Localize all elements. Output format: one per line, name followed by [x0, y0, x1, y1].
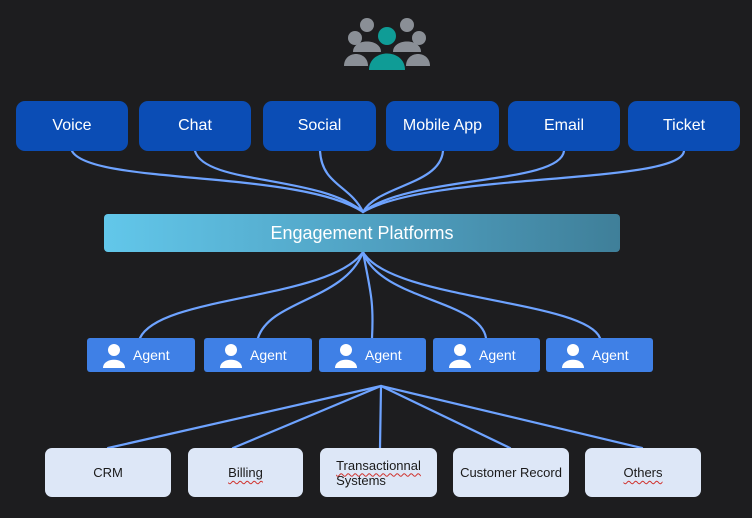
- agent-label: Agent: [592, 347, 629, 363]
- channel-ticket: Ticket: [628, 101, 740, 151]
- system-customer-record: Customer Record: [453, 448, 569, 497]
- system-billing: Billing: [188, 448, 303, 497]
- agent-box-5: Agent: [546, 338, 653, 372]
- system-crm-label: CRM: [93, 465, 123, 480]
- system-others-label: Others: [623, 465, 663, 480]
- system-others: Others: [585, 448, 701, 497]
- system-transactional: Transactionnal Systems: [320, 448, 437, 497]
- connector-crm: [106, 384, 383, 450]
- connector-agent-2: [256, 250, 365, 340]
- agent-label: Agent: [133, 347, 170, 363]
- agent-box-4: Agent: [433, 338, 540, 372]
- system-billing-label: Billing: [228, 465, 263, 480]
- connector-billing: [231, 384, 383, 450]
- connector-others: [379, 384, 644, 450]
- person-icon: [103, 344, 125, 368]
- connector-voice: [70, 149, 365, 214]
- connector-agent-4: [361, 250, 488, 340]
- connector-agent-5: [361, 250, 602, 340]
- agent-label: Agent: [250, 347, 287, 363]
- engagement-platforms-bar: Engagement Platforms: [104, 214, 620, 252]
- agent-box-2: Agent: [204, 338, 312, 372]
- system-transactional-line1: Transactionnal: [336, 457, 421, 473]
- agent-label: Agent: [365, 347, 402, 363]
- agent-box-1: Agent: [87, 338, 195, 372]
- agent-label: Agent: [479, 347, 516, 363]
- connector-social: [318, 149, 365, 214]
- connector-transactional: [378, 384, 383, 450]
- person-icon: [449, 344, 471, 368]
- person-icon: [562, 344, 584, 368]
- system-transactional-label: Transactionnal Systems: [336, 458, 421, 488]
- system-transactional-line2: Systems: [336, 472, 386, 488]
- channel-mobile-app: Mobile App: [386, 101, 499, 151]
- system-crm: CRM: [45, 448, 171, 497]
- channel-email: Email: [508, 101, 620, 151]
- person-icon: [335, 344, 357, 368]
- connector-customer-record: [379, 384, 512, 450]
- connector-mobile-app: [361, 149, 445, 214]
- channel-voice: Voice: [16, 101, 128, 151]
- connector-ticket: [361, 149, 686, 214]
- connector-agent-3: [361, 250, 374, 340]
- connector-chat: [193, 149, 365, 214]
- person-icon: [220, 344, 242, 368]
- connector-email: [361, 149, 566, 214]
- agent-box-3: Agent: [319, 338, 426, 372]
- people-group-icon: [344, 18, 430, 70]
- connector-agent-1: [138, 250, 365, 340]
- channel-chat: Chat: [139, 101, 251, 151]
- channel-social: Social: [263, 101, 376, 151]
- engagement-platforms-label: Engagement Platforms: [270, 222, 454, 243]
- system-customer-record-label: Customer Record: [460, 465, 562, 480]
